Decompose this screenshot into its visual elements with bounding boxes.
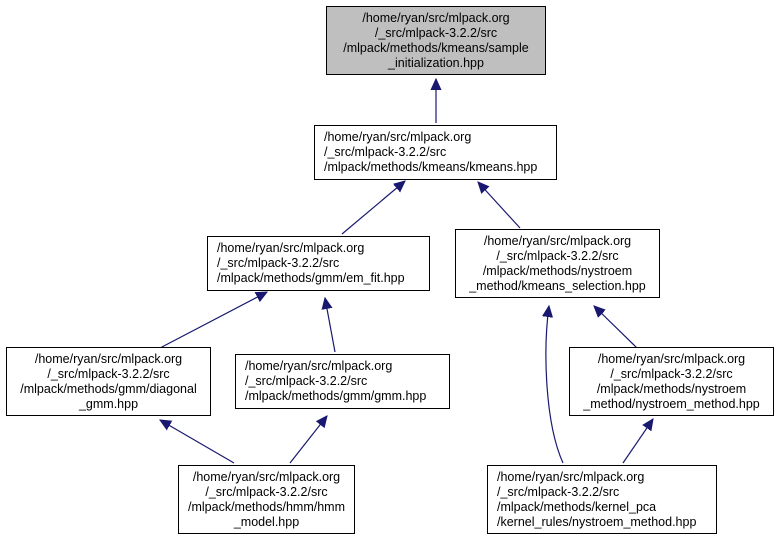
node-nystroem-method[interactable]: /home/ryan/src/mlpack.org /_src/mlpack-3… [569, 347, 774, 416]
edge-gmm-to-em-fit [325, 298, 336, 353]
node-diagonal-gmm[interactable]: /home/ryan/src/mlpack.org /_src/mlpack-3… [6, 347, 211, 416]
edge-kernel-rules-nystroem-to-kmeans-selection [546, 306, 564, 464]
node-line: /mlpack/methods/kernel_pca [497, 500, 657, 514]
node-line: _model.hpp [233, 515, 300, 529]
node-line: /_src/mlpack-3.2.2/src [47, 367, 170, 381]
node-line: /_src/mlpack-3.2.2/src [497, 485, 620, 499]
node-sample-initialization: /home/ryan/src/mlpack.org /_src/mlpack-3… [326, 6, 546, 75]
node-line: /home/ryan/src/mlpack.org [192, 470, 341, 484]
node-line: /_src/mlpack-3.2.2/src [610, 367, 733, 381]
node-line: /mlpack/methods/kmeans/sample [343, 41, 529, 55]
node-line: /mlpack/methods/gmm/gmm.hpp [245, 389, 427, 403]
edge-nystroem-method-to-kmeans-selection [594, 306, 638, 349]
node-line: /mlpack/methods/nystroem [482, 264, 633, 278]
node-line: /home/ryan/src/mlpack.org [217, 241, 365, 255]
node-line: /mlpack/methods/kmeans/kmeans.hpp [324, 160, 538, 174]
node-kmeans-selection[interactable]: /home/ryan/src/mlpack.org /_src/mlpack-3… [455, 229, 660, 298]
edge-em-fit-to-kmeans [341, 181, 405, 235]
edge-hmm-model-to-diagonal-gmm [160, 420, 235, 464]
node-line: /_src/mlpack-3.2.2/src [217, 256, 340, 270]
node-line: /_src/mlpack-3.2.2/src [496, 249, 619, 263]
node-line: _method/kmeans_selection.hpp [469, 279, 646, 293]
node-line: /mlpack/methods/gmm/diagonal [20, 382, 197, 396]
node-kernel-rules-nystroem-method[interactable]: /home/ryan/src/mlpack.org /_src/mlpack-3… [487, 465, 717, 534]
node-line: /mlpack/methods/hmm/hmm [188, 500, 345, 514]
node-line: _gmm.hpp [78, 397, 139, 411]
node-line: /_src/mlpack-3.2.2/src [205, 485, 328, 499]
node-line: /home/ryan/src/mlpack.org [483, 234, 632, 248]
node-line: /home/ryan/src/mlpack.org [324, 130, 472, 144]
edge-diagonal-gmm-to-em-fit [159, 292, 267, 349]
node-line: /kernel_rules/nystroem_method.hpp [497, 515, 697, 529]
node-line: /_src/mlpack-3.2.2/src [324, 145, 447, 159]
edge-kmeans-selection-to-kmeans [478, 182, 521, 229]
node-em-fit[interactable]: /home/ryan/src/mlpack.org /_src/mlpack-3… [207, 236, 430, 291]
node-line: _initialization.hpp [388, 56, 484, 70]
node-line: /mlpack/methods/gmm/em_fit.hpp [217, 271, 405, 285]
node-line: /_src/mlpack-3.2.2/src [245, 374, 368, 388]
node-line: /home/ryan/src/mlpack.org [362, 11, 510, 25]
node-line: _method/nystroem_method.hpp [583, 397, 760, 411]
node-gmm[interactable]: /home/ryan/src/mlpack.org /_src/mlpack-3… [235, 354, 450, 409]
node-kmeans[interactable]: /home/ryan/src/mlpack.org /_src/mlpack-3… [314, 125, 557, 180]
node-line: /home/ryan/src/mlpack.org [34, 352, 183, 366]
node-line: /_src/mlpack-3.2.2/src [374, 26, 498, 40]
edge-hmm-model-to-gmm [289, 416, 327, 464]
node-line: /home/ryan/src/mlpack.org [497, 470, 645, 484]
node-hmm-model[interactable]: /home/ryan/src/mlpack.org /_src/mlpack-3… [178, 465, 355, 534]
edge-kernel-rules-nystroem-to-nystroem-method [622, 419, 653, 464]
node-line: /mlpack/methods/nystroem [596, 382, 747, 396]
node-line: /home/ryan/src/mlpack.org [597, 352, 746, 366]
node-line: /home/ryan/src/mlpack.org [245, 359, 393, 373]
